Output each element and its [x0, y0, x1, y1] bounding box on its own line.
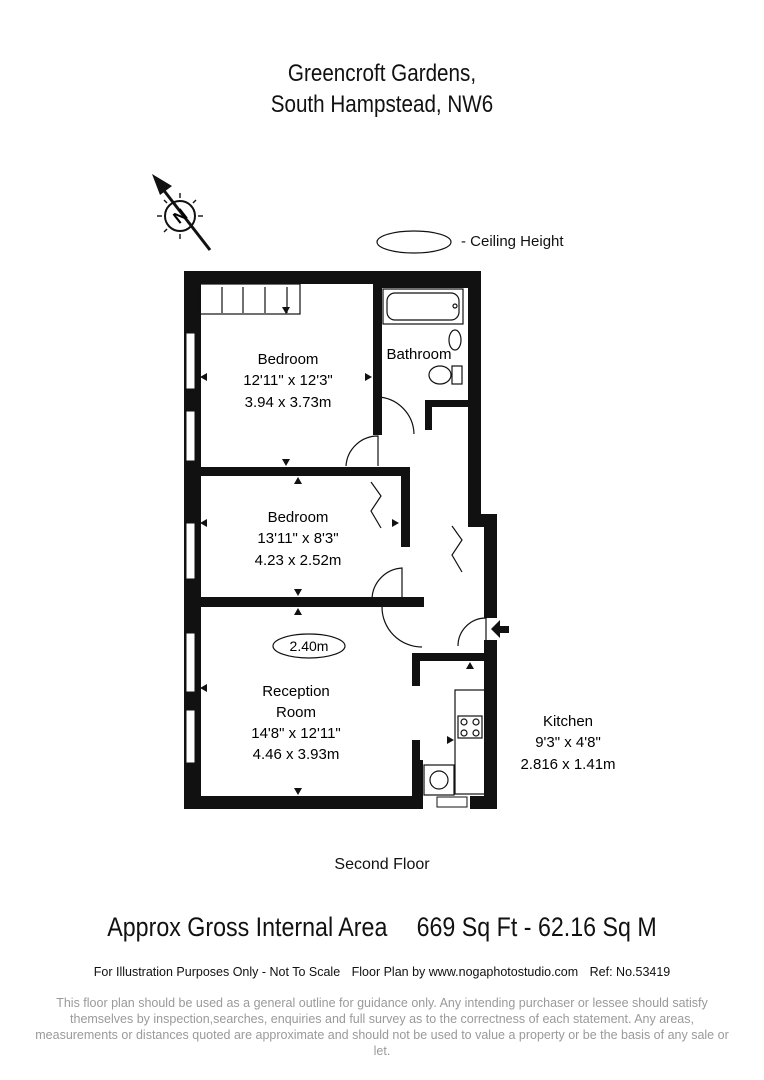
area-separator: -: [523, 912, 532, 942]
reference-number: Ref: No.53419: [589, 965, 671, 979]
bedroom2-name: Bedroom: [268, 509, 329, 526]
room-labels: Bedroom 12'11" x 12'3" 3.94 x 3.73m Bath…: [243, 346, 615, 773]
kitchen-name: Kitchen: [543, 713, 593, 730]
floor-plan: N: [152, 174, 616, 809]
bathroom-name: Bathroom: [386, 346, 451, 363]
interior-walls: [199, 283, 487, 762]
entrance-arrow-icon: [491, 620, 509, 638]
property-title-line1: Greencroft Gardens,: [287, 60, 477, 87]
kitchen-sink-icon: [423, 764, 455, 796]
bedroom1-imperial: 12'11" x 12'3": [243, 372, 333, 389]
area-sqm: 62.16 Sq M: [537, 912, 657, 942]
toilet-icon: [428, 365, 463, 385]
illustration-note: For Illustration Purposes Only - Not To …: [93, 965, 341, 979]
bedroom2-imperial: 13'11" x 8'3": [257, 530, 338, 547]
windows: [185, 332, 468, 808]
dimension-arrows: [200, 307, 474, 795]
floor-name: Second Floor: [334, 856, 430, 873]
reception-ceiling-height: 2.40m: [290, 638, 329, 654]
reception-imperial: 14'8" x 12'11": [251, 725, 341, 742]
ceiling-height-legend-icon: [376, 230, 452, 254]
reception-name-line1: Reception: [262, 683, 330, 700]
area-label: Approx Gross Internal Area: [107, 912, 388, 942]
compass-letter: N: [170, 205, 191, 228]
reception-name-line2: Room: [276, 704, 316, 721]
bedroom1-name: Bedroom: [258, 351, 319, 368]
credits-line: For Illustration Purposes Only - Not To …: [0, 965, 764, 979]
bedroom2-metric: 4.23 x 2.52m: [255, 552, 342, 569]
property-title-line2: South Hampstead, NW6: [270, 91, 494, 118]
gross-internal-area: Approx Gross Internal Area 669 Sq Ft - 62…: [53, 912, 710, 943]
sink-icon: [448, 329, 462, 351]
bedroom1-metric: 3.94 x 3.73m: [245, 394, 332, 411]
ceiling-height-badge: [272, 633, 346, 659]
compass-icon: N: [152, 174, 212, 251]
doors: [345, 396, 487, 648]
disclaimer-text: This floor plan should be used as a gene…: [35, 996, 729, 1058]
kitchen-imperial: 9'3" x 4'8": [535, 734, 601, 751]
reception-metric: 4.46 x 3.93m: [253, 746, 340, 763]
plan-by-note: Floor Plan by www.nogaphotostudio.com: [351, 965, 579, 979]
area-sqft: 669 Sq Ft: [416, 912, 518, 942]
bath-icon: [382, 288, 464, 325]
ceiling-height-legend-label: - Ceiling Height: [461, 233, 564, 250]
kitchen-metric: 2.816 x 1.41m: [520, 756, 615, 773]
kitchen-units: [454, 689, 486, 795]
